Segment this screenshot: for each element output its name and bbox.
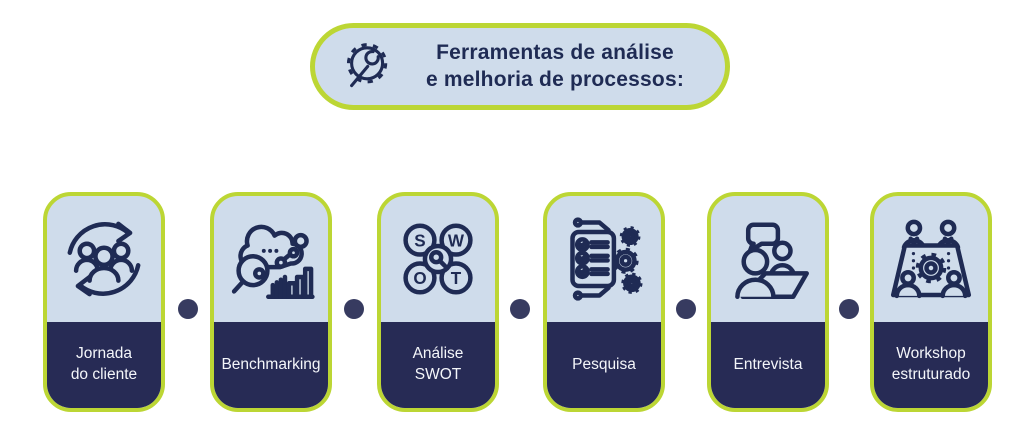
page-title-line1: Ferramentas de análise — [436, 40, 674, 64]
swot-analysis-icon: S W O T — [403, 223, 473, 295]
card-label: Entrevista — [711, 322, 825, 408]
swot-letter-o: O — [413, 269, 426, 288]
card-entrevista: Entrevista — [707, 192, 829, 412]
card-label: Jornada do cliente — [47, 322, 161, 408]
swot-letter-s: S — [414, 231, 425, 250]
gear-wrench-icon — [346, 42, 388, 87]
customer-journey-icon — [67, 221, 141, 297]
interview-icon — [735, 222, 809, 300]
connector-dot — [676, 299, 696, 319]
card-label: Benchmarking — [214, 322, 328, 408]
card-analise-swot: S W O T Análise SWOT — [377, 192, 499, 412]
card-icon-area — [47, 196, 161, 322]
card-icon-area: S W O T — [381, 196, 495, 322]
card-label-line: do cliente — [70, 366, 138, 383]
card-label: Workshop estruturado — [874, 322, 988, 408]
swot-letter-w: W — [448, 231, 465, 250]
card-label-line: Workshop — [896, 345, 966, 363]
card-jornada-do-cliente: Jornada do cliente — [43, 192, 165, 412]
connector-dot — [839, 299, 859, 319]
card-label-line: Benchmarking — [221, 355, 321, 373]
card-workshop-estruturado: Workshop estruturado — [870, 192, 992, 412]
swot-letter-t: T — [451, 269, 462, 288]
connector-dot — [510, 299, 530, 319]
header-pill: Ferramentas de análise e melhoria de pro… — [310, 23, 730, 110]
card-label: Análise SWOT — [381, 322, 495, 408]
card-icon-area — [874, 196, 988, 322]
card-icon-area — [711, 196, 825, 322]
card-label: Pesquisa — [547, 322, 661, 408]
card-icon-area — [214, 196, 328, 322]
card-label-line: Entrevista — [733, 355, 803, 373]
card-label-line: Análise — [412, 345, 464, 363]
page-title-line2: e melhoria de processos: — [425, 67, 685, 91]
card-icon-area — [547, 196, 661, 322]
connector-dot — [344, 299, 364, 319]
card-label-line: Pesquisa — [572, 355, 636, 373]
card-pesquisa: Pesquisa — [543, 192, 665, 412]
workshop-table-icon — [890, 219, 972, 299]
card-label-line: estruturado — [891, 366, 971, 383]
card-benchmarking: Benchmarking — [210, 192, 332, 412]
connector-dot — [178, 299, 198, 319]
page-title: Ferramentas de análise e melhoria de pro… — [403, 40, 707, 94]
card-label-line: Jornada — [75, 345, 132, 363]
card-label-line: SWOT — [414, 366, 462, 383]
survey-checklist-gears-icon — [570, 217, 643, 301]
benchmarking-icon — [231, 224, 315, 300]
